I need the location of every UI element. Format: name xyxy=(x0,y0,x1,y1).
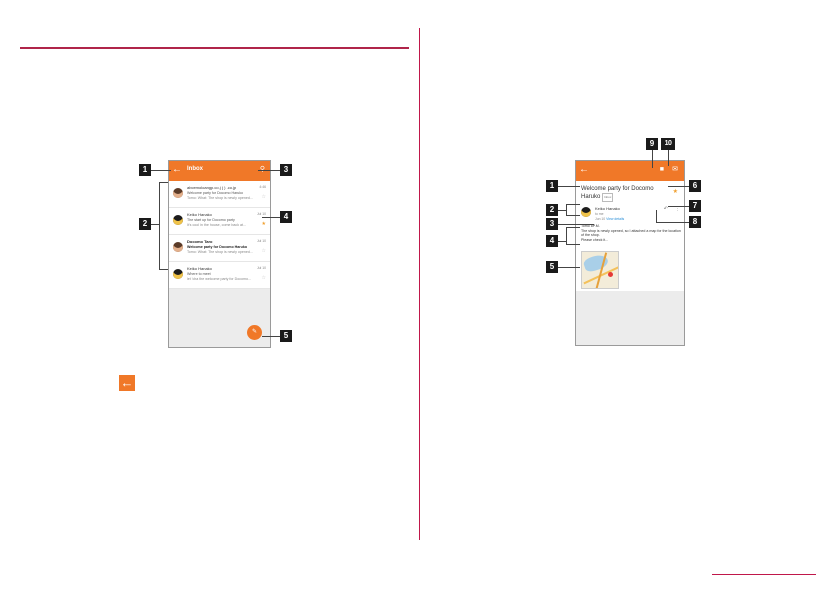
star-icon[interactable]: ☆ xyxy=(261,194,266,200)
callout-line xyxy=(262,217,280,218)
message-sender: Docomo Taro xyxy=(187,239,213,244)
callout-bracket xyxy=(566,204,580,216)
callout-line xyxy=(151,224,159,225)
pencil-icon: ✎ xyxy=(251,329,258,335)
callout-4: 4 xyxy=(280,211,292,223)
callout-1: 1 xyxy=(139,164,151,176)
message-date: Jul 10 xyxy=(256,212,266,216)
message-sender: Keiko Hanako xyxy=(187,266,212,271)
message-detail: Welcome party for Docomo Haruko Inbox ★ … xyxy=(576,181,684,291)
list-item[interactable]: abcemoloangp.co.j ( ) .co.jp Welcome par… xyxy=(169,181,270,208)
message-sender: abcemoloangp.co.j ( ) .co.jp xyxy=(187,185,237,190)
avatar xyxy=(173,215,183,225)
footer-rule xyxy=(712,574,816,575)
message-snippet: let 'cha the welcome party for Docomo... xyxy=(187,277,252,281)
callout-line xyxy=(652,150,653,168)
message-subject: The start up for Docomo party xyxy=(187,218,235,222)
callout-8: 8 xyxy=(689,216,701,228)
callout-2: 2 xyxy=(139,218,151,230)
message-subject: Welcome party for Docomo Haruko Inbox xyxy=(581,186,661,202)
callout-line xyxy=(668,206,689,207)
recipient-line: to me xyxy=(595,212,604,216)
callout-line xyxy=(668,150,669,166)
message-date: Jul 10 xyxy=(256,239,266,243)
callout-3: 3 xyxy=(280,164,292,176)
callout-line xyxy=(656,210,657,222)
callout-line xyxy=(656,222,689,223)
date-text: Jun 10 xyxy=(595,217,606,221)
list-item[interactable]: Keiko Hanako Where to meet let 'cha the … xyxy=(169,262,270,289)
message-snippet: It's cool in the house, come back at... xyxy=(187,223,247,227)
callout-line xyxy=(558,267,580,268)
callout-7: 7 xyxy=(689,200,701,212)
message-date: Jul 10 xyxy=(256,266,266,270)
callout-bracket xyxy=(159,182,168,270)
date-line: Jun 10 View details xyxy=(595,217,624,221)
message-date: 4:46 xyxy=(259,185,266,189)
callout-5: 5 xyxy=(280,330,292,342)
star-icon[interactable]: ☆ xyxy=(261,248,266,254)
attached-map-image[interactable] xyxy=(581,251,619,289)
subject-text: Welcome party for Docomo Haruko xyxy=(581,186,654,200)
avatar xyxy=(581,207,591,217)
trash-icon[interactable]: ■ xyxy=(659,166,664,173)
star-icon[interactable]: ★ xyxy=(672,189,678,195)
callout-4: 4 xyxy=(546,235,558,247)
callout-bracket xyxy=(566,227,580,245)
back-arrow-icon: ← xyxy=(119,375,135,391)
inbox-title: Inbox xyxy=(187,166,203,172)
message-subject: Welcome party for Docomo Haruko xyxy=(187,245,248,249)
star-icon[interactable]: ☆ xyxy=(261,275,266,281)
callout-line xyxy=(558,224,594,225)
callout-line xyxy=(668,186,689,187)
map-pin-icon xyxy=(608,272,613,277)
message-snippet: Tomo: What: The shop is newly opened... xyxy=(187,250,253,254)
callout-9: 9 xyxy=(646,138,658,150)
callout-3: 3 xyxy=(546,218,558,230)
list-item[interactable]: Keiko Hanako The start up for Docomo par… xyxy=(169,208,270,235)
detail-app-bar: ← ■ ✉ xyxy=(576,161,684,181)
header-rule xyxy=(20,47,409,49)
back-arrow-icon[interactable]: ← xyxy=(172,164,182,175)
message-sender: Keiko Hanako xyxy=(187,212,212,217)
callout-1: 1 xyxy=(546,180,558,192)
callout-line xyxy=(151,170,171,171)
callout-line xyxy=(558,210,566,211)
callout-2: 2 xyxy=(546,204,558,216)
callout-line xyxy=(262,336,280,337)
reply-icon[interactable]: ↶ xyxy=(663,206,668,212)
avatar xyxy=(173,242,183,252)
compose-button[interactable]: ✎ xyxy=(247,325,262,340)
message-subject: Welcome party for Docomo Haruko xyxy=(187,191,244,195)
callout-5: 5 xyxy=(546,261,558,273)
inbox-app-bar: ← Inbox ⚲ xyxy=(169,161,270,181)
avatar xyxy=(173,269,183,279)
label-badge[interactable]: Inbox xyxy=(602,193,614,202)
view-details-link[interactable]: View details xyxy=(606,217,625,221)
inbox-screen: ← Inbox ⚲ abcemoloangp.co.j ( ) .co.jp W… xyxy=(168,160,271,348)
search-icon[interactable]: ⚲ xyxy=(260,165,265,175)
message-subject: Where to meet xyxy=(187,272,211,276)
callout-6: 6 xyxy=(689,180,701,192)
more-vert-icon[interactable]: ⋮ xyxy=(675,206,680,212)
message-detail-screen: ← ■ ✉ Welcome party for Docomo Haruko In… xyxy=(575,160,685,346)
message-list: abcemoloangp.co.j ( ) .co.jp Welcome par… xyxy=(169,181,270,289)
callout-line xyxy=(558,241,566,242)
sender-name: Keiko Hanako xyxy=(595,206,620,211)
message-body: Tomo 8P.M. The shop is newly opened, so … xyxy=(581,224,681,242)
callout-line xyxy=(258,170,280,171)
envelope-icon[interactable]: ✉ xyxy=(672,166,678,173)
callout-10: 10 xyxy=(661,138,675,150)
back-arrow-icon[interactable]: ← xyxy=(579,164,589,175)
star-icon[interactable]: ★ xyxy=(261,221,266,227)
column-divider xyxy=(419,28,420,540)
list-item[interactable]: Docomo Taro Welcome party for Docomo Har… xyxy=(169,235,270,262)
callout-line xyxy=(558,186,580,187)
avatar xyxy=(173,188,183,198)
message-snippet: Tomo: What: The shop is newly opened... xyxy=(187,196,253,200)
